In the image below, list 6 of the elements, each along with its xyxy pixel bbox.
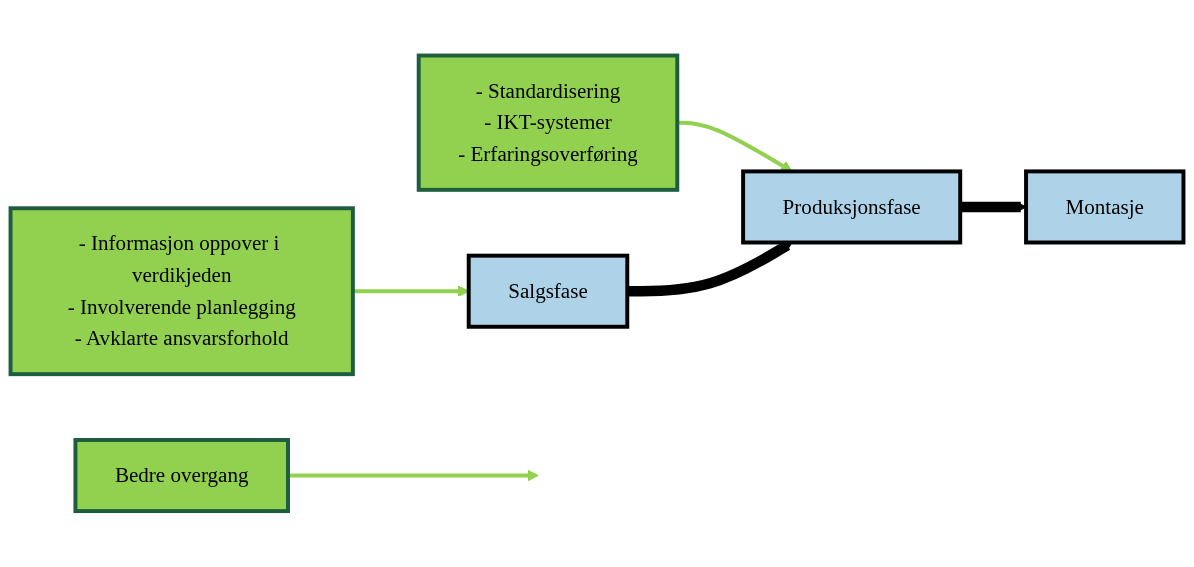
node-box: Bedre overgang (73, 438, 290, 514)
node-box: - Informasjon oppover i verdikjeden - Involverende planlegging - Avklarte ansvarsforhold (8, 206, 355, 377)
node-box: Salgsfase (466, 253, 630, 329)
node-box: Montasje (1024, 169, 1186, 245)
node-box: Produksjonsfase (741, 169, 963, 245)
node-box: - Standardisering - IKT-systemer - Erfaringsoverføring (416, 53, 680, 192)
